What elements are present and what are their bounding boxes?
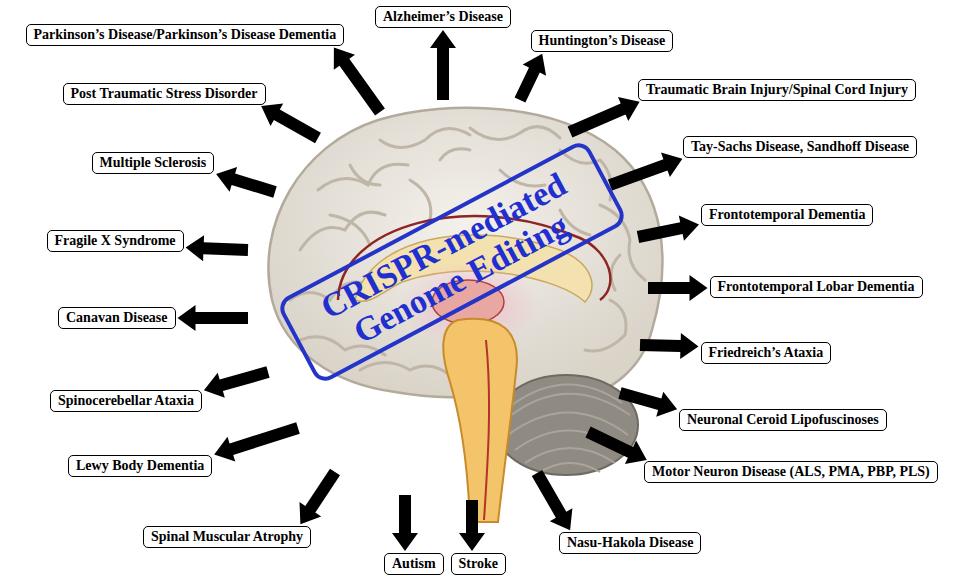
disease-label: Canavan Disease xyxy=(66,309,168,327)
disease-box: Lewy Body Dementia xyxy=(68,455,212,477)
block-arrow xyxy=(214,422,300,461)
disease-box: Alzheimer’s Disease xyxy=(375,6,511,28)
disease-label: Frontotemporal Dementia xyxy=(709,206,865,224)
disease-label: Spinal Muscular Atrophy xyxy=(151,528,303,546)
block-arrow xyxy=(515,54,547,103)
block-arrow xyxy=(640,333,699,359)
disease-box: Fragile X Syndrome xyxy=(47,230,184,252)
disease-box: Autism xyxy=(384,553,444,575)
disease-box: Tay-Sachs Disease, Sandhoff Disease xyxy=(683,136,917,158)
disease-box: Parkinson’s Disease/Parkinson’s Disease … xyxy=(26,24,345,46)
disease-label: Fragile X Syndrome xyxy=(55,232,176,250)
block-arrow xyxy=(637,215,699,243)
block-arrow xyxy=(608,153,683,191)
disease-label: Multiple Sclerosis xyxy=(100,154,207,172)
block-arrow xyxy=(585,427,646,465)
block-arrow xyxy=(430,30,456,100)
disease-box: Traumatic Brain Injury/Spinal Cord Injur… xyxy=(638,79,916,101)
disease-box: Multiple Sclerosis xyxy=(92,152,215,174)
disease-box: Frontotemporal Lobar Dementia xyxy=(710,276,923,298)
block-arrow xyxy=(261,104,321,144)
disease-label: Post Traumatic Stress Disorder xyxy=(71,85,258,103)
block-arrow xyxy=(334,48,385,116)
disease-box: Stroke xyxy=(451,553,506,575)
disease-label: Neuronal Ceroid Lipofuscinoses xyxy=(687,411,879,429)
block-arrow xyxy=(300,469,341,525)
disease-box: Frontotemporal Dementia xyxy=(701,204,873,226)
disease-box: Spinal Muscular Atrophy xyxy=(143,526,311,548)
disease-label: Huntington’s Disease xyxy=(539,32,666,50)
block-arrow xyxy=(392,495,418,551)
disease-label: Friedreich’s Ataxia xyxy=(709,344,824,362)
block-arrow xyxy=(568,97,640,138)
block-arrow xyxy=(648,275,708,301)
block-arrow xyxy=(459,500,485,551)
block-arrow xyxy=(186,235,249,261)
disease-box: Post Traumatic Stress Disorder xyxy=(63,83,266,105)
disease-box: Spinocerebellar Ataxia xyxy=(50,390,202,412)
disease-label: Traumatic Brain Injury/Spinal Cord Injur… xyxy=(646,81,908,99)
block-arrow xyxy=(532,470,573,530)
disease-label: Alzheimer’s Disease xyxy=(383,8,503,26)
disease-label: Tay-Sachs Disease, Sandhoff Disease xyxy=(691,138,909,156)
disease-box: Nasu-Hakola Disease xyxy=(559,532,701,554)
disease-label: Lewy Body Dementia xyxy=(76,457,204,475)
disease-label: Stroke xyxy=(459,555,498,573)
disease-box: Motor Neuron Disease (ALS, PMA, PBP, PLS… xyxy=(644,461,938,483)
disease-label: Parkinson’s Disease/Parkinson’s Disease … xyxy=(34,26,337,44)
block-arrow xyxy=(178,305,249,331)
disease-label: Nasu-Hakola Disease xyxy=(567,534,693,552)
disease-box: Friedreich’s Ataxia xyxy=(701,342,832,364)
disease-label: Frontotemporal Lobar Dementia xyxy=(718,278,915,296)
block-arrow xyxy=(216,167,277,198)
disease-box: Neuronal Ceroid Lipofuscinoses xyxy=(679,409,887,431)
disease-label: Motor Neuron Disease (ALS, PMA, PBP, PLS… xyxy=(652,463,930,481)
disease-box: Huntington’s Disease xyxy=(531,30,674,52)
disease-box: Canavan Disease xyxy=(58,307,176,329)
block-arrow xyxy=(204,366,270,398)
disease-label: Autism xyxy=(392,555,436,573)
block-arrow xyxy=(618,387,677,417)
disease-label: Spinocerebellar Ataxia xyxy=(58,392,194,410)
